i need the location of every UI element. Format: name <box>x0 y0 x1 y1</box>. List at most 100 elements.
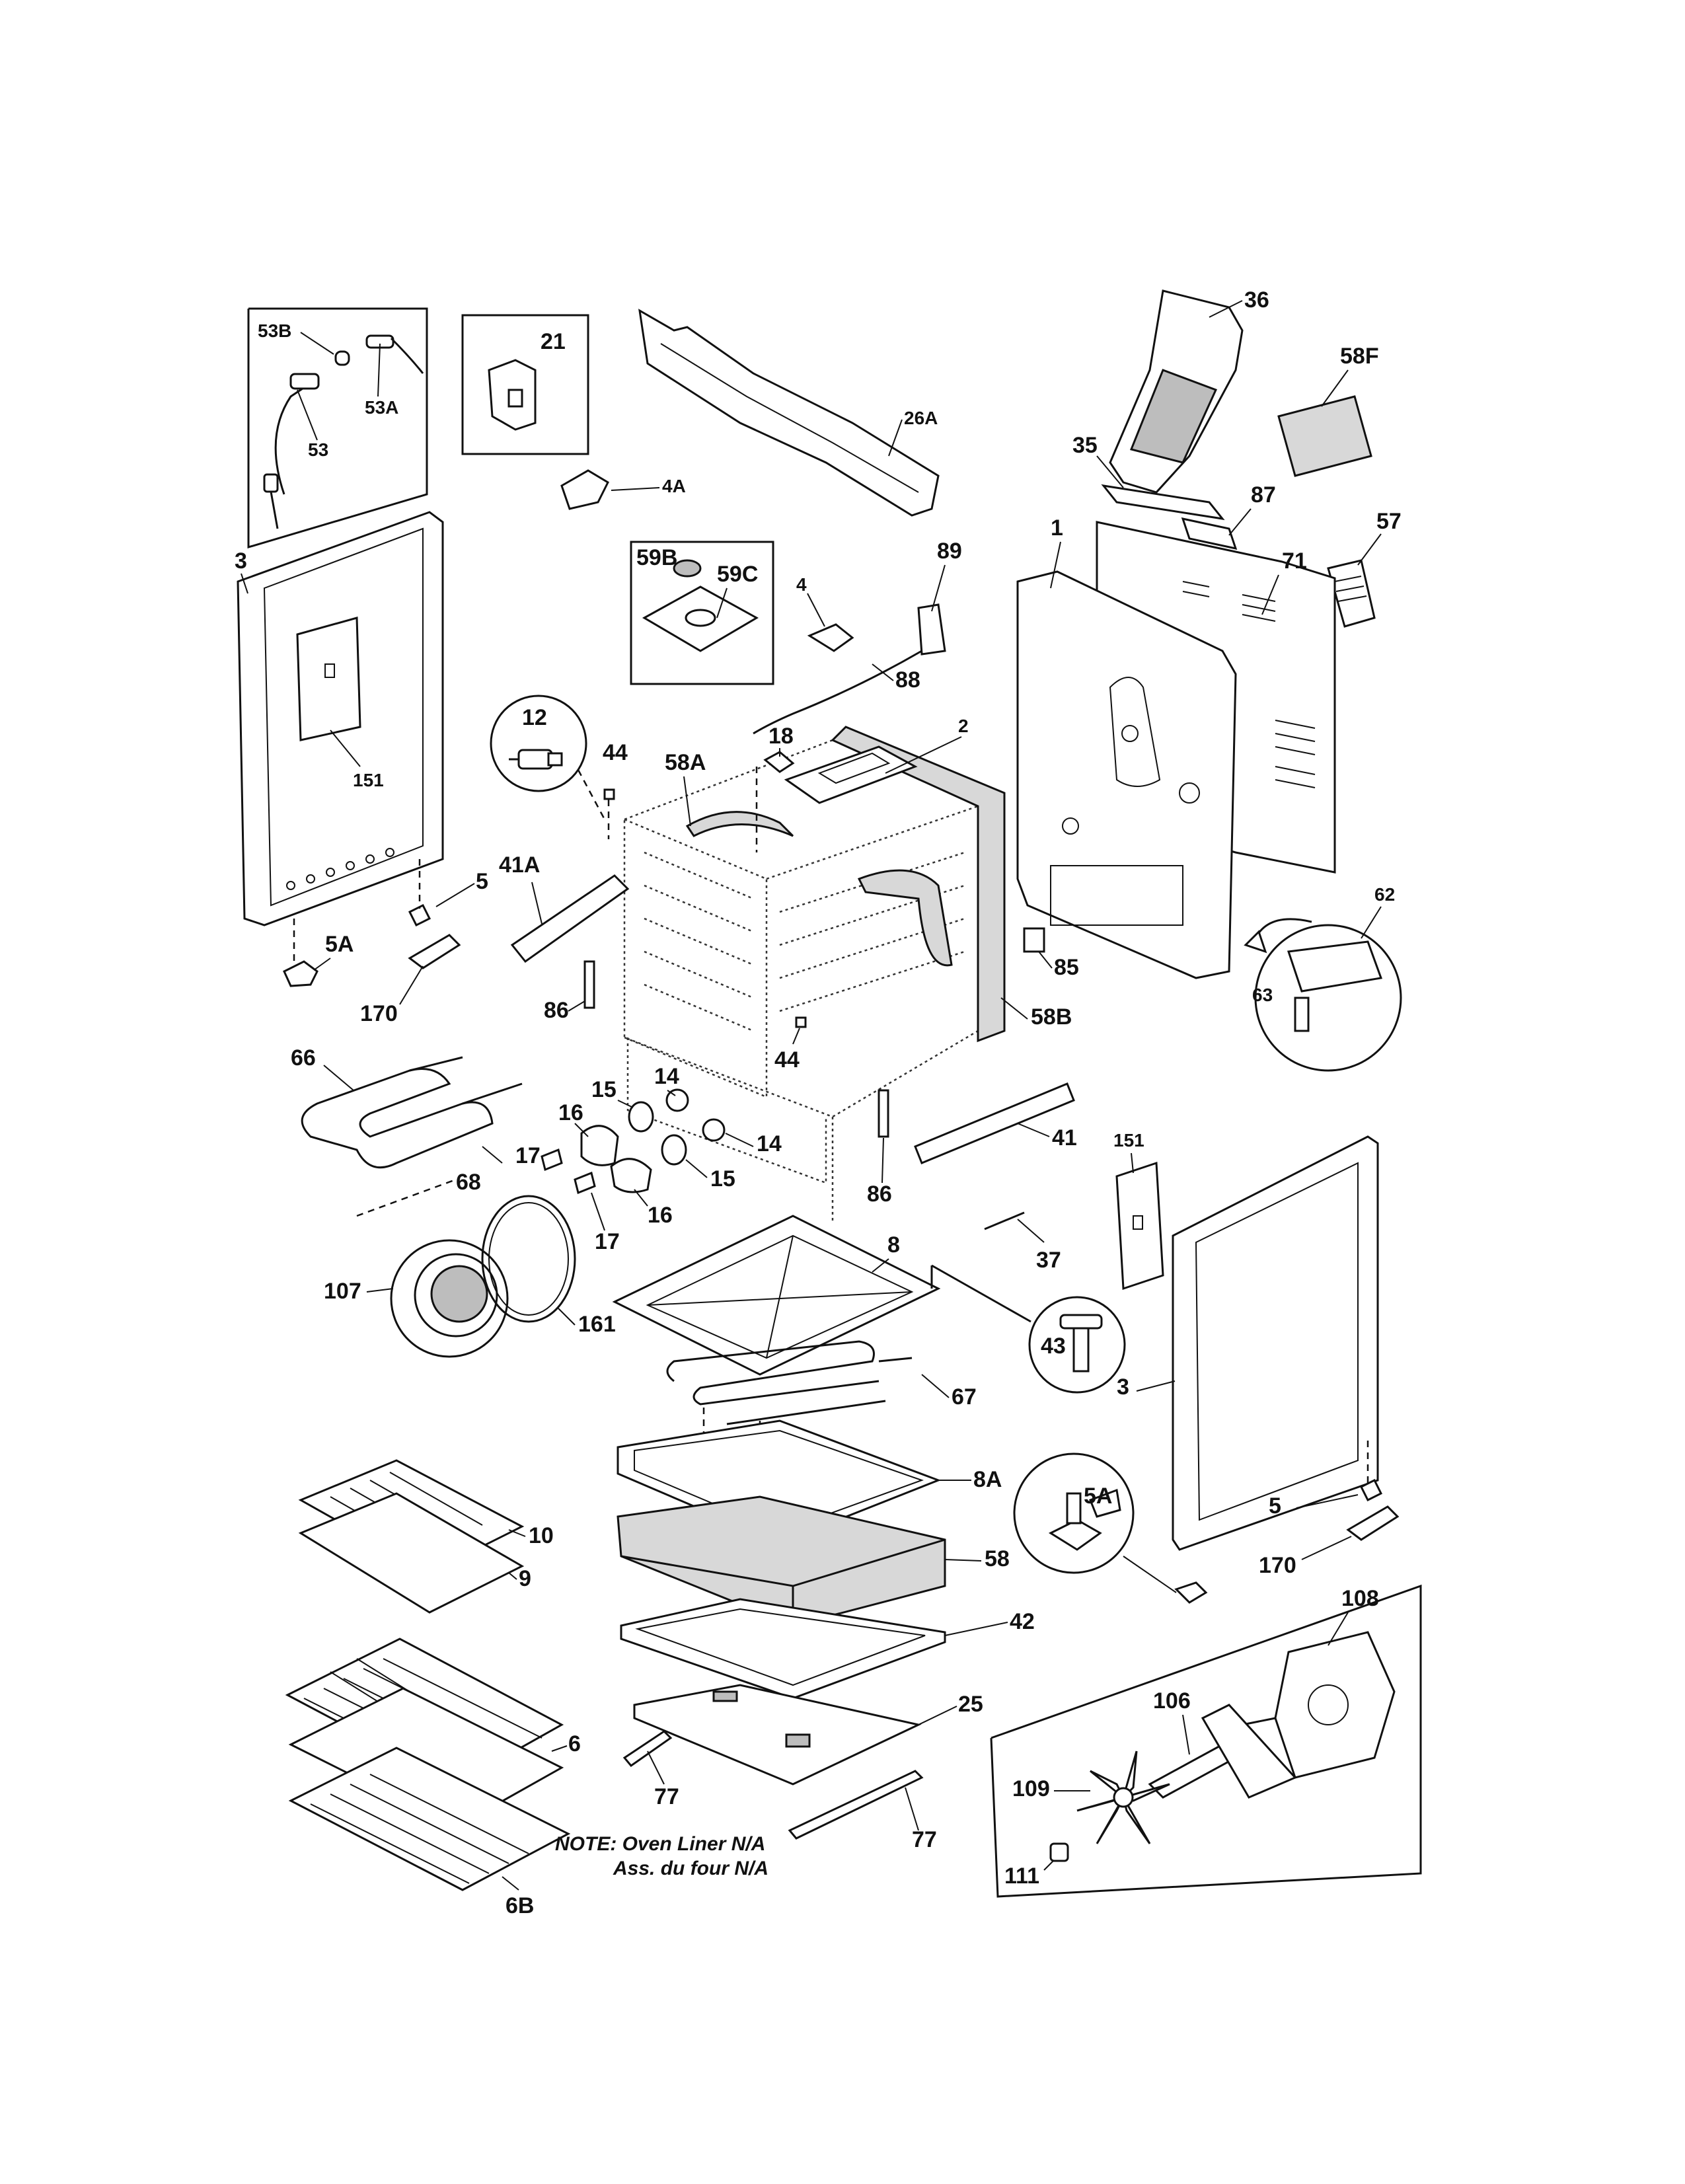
label-16-lower: 16 <box>648 1203 673 1228</box>
fan-cover-107 <box>390 1239 509 1358</box>
rail-41A <box>510 874 630 963</box>
label-17-upper: 17 <box>515 1143 541 1168</box>
note-line-1: NOTE: Oven Liner N/A <box>555 1833 765 1855</box>
inset-5A-circle <box>1013 1452 1135 1574</box>
label-9: 9 <box>519 1566 531 1591</box>
label-44-mid: 44 <box>774 1047 800 1073</box>
gasket-161 <box>481 1195 576 1323</box>
label-37: 37 <box>1036 1248 1061 1273</box>
label-41A: 41A <box>499 852 540 878</box>
label-151-left: 151 <box>353 770 384 790</box>
note-line-2: Ass. du four N/A <box>613 1858 768 1879</box>
rail-41 <box>914 1082 1075 1164</box>
bracket-151-right <box>1115 1161 1164 1291</box>
label-42: 42 <box>1010 1609 1035 1634</box>
label-77-left: 77 <box>654 1784 679 1809</box>
label-2: 2 <box>958 716 969 736</box>
label-8: 8 <box>887 1232 900 1258</box>
label-10: 10 <box>529 1523 554 1548</box>
label-66: 66 <box>291 1045 316 1071</box>
frame-8A <box>617 1419 942 1544</box>
panel-42 <box>620 1598 946 1700</box>
label-5-right: 5 <box>1269 1493 1281 1519</box>
inset-59-box <box>630 541 774 685</box>
label-53B: 53B <box>258 320 291 341</box>
floor-8 <box>612 1215 941 1376</box>
rack-6B <box>288 1747 571 1891</box>
label-14-upper: 14 <box>654 1064 679 1089</box>
bulb-group-upper <box>541 1088 689 1172</box>
part-86-right <box>878 1089 889 1138</box>
label-35: 35 <box>1072 433 1098 458</box>
inset-fan-motor-box <box>990 1584 1422 1898</box>
bulb-group-lower <box>574 1118 726 1195</box>
part-86-left <box>583 960 595 1009</box>
door-3-right <box>1172 1135 1379 1551</box>
label-58F: 58F <box>1340 344 1379 369</box>
label-86-left: 86 <box>544 998 569 1023</box>
label-16-upper: 16 <box>558 1100 583 1125</box>
label-6B: 6B <box>506 1893 534 1918</box>
broil-pan-9 <box>298 1492 525 1614</box>
oven-cavity <box>623 726 1006 1223</box>
part-170-right <box>1346 1505 1400 1541</box>
label-18: 18 <box>768 724 794 749</box>
label-41: 41 <box>1052 1125 1077 1150</box>
back-panel-1 <box>1016 570 1237 979</box>
label-63: 63 <box>1252 985 1273 1005</box>
rack-6 <box>285 1638 564 1828</box>
label-170-right: 170 <box>1259 1553 1296 1578</box>
filter-58F <box>1277 395 1372 477</box>
label-14-lower: 14 <box>757 1131 782 1156</box>
label-53A: 53A <box>365 397 398 418</box>
label-161: 161 <box>578 1312 616 1337</box>
element-66 <box>301 1056 523 1169</box>
label-8A: 8A <box>973 1467 1002 1492</box>
part-4A <box>560 469 609 510</box>
label-25: 25 <box>958 1692 983 1717</box>
label-3-left: 3 <box>235 548 247 574</box>
slide-77-left <box>622 1730 673 1768</box>
label-3-right: 3 <box>1117 1374 1129 1400</box>
label-59B: 59B <box>636 545 677 570</box>
insulation-58 <box>617 1495 946 1627</box>
part-5-right <box>1359 1478 1383 1502</box>
part-44-mid <box>795 1016 807 1028</box>
label-108: 108 <box>1341 1586 1379 1611</box>
label-59C: 59C <box>717 562 758 587</box>
label-44-top: 44 <box>603 740 628 765</box>
wire-37 <box>984 1211 1025 1230</box>
label-111: 111 <box>1004 1864 1039 1889</box>
part-87 <box>1181 517 1238 550</box>
part-5A-right <box>1174 1581 1208 1604</box>
inset-62-circle <box>1244 918 1402 1072</box>
label-67: 67 <box>952 1384 977 1410</box>
label-107: 107 <box>324 1279 361 1304</box>
label-12: 12 <box>522 705 547 730</box>
inset-53-box <box>247 307 428 549</box>
label-109: 109 <box>1012 1776 1050 1801</box>
bracket-26A <box>638 309 940 517</box>
label-77-right: 77 <box>912 1827 937 1852</box>
label-15-lower: 15 <box>710 1166 735 1191</box>
label-15-upper: 15 <box>591 1077 617 1102</box>
part-5A-left <box>283 960 318 987</box>
label-89: 89 <box>937 539 962 564</box>
label-17-lower: 17 <box>595 1229 620 1254</box>
label-43: 43 <box>1041 1334 1066 1359</box>
label-4: 4 <box>796 574 807 595</box>
label-4A: 4A <box>662 476 686 496</box>
label-5A-right: 5A <box>1084 1484 1112 1509</box>
label-85: 85 <box>1054 955 1079 980</box>
label-21: 21 <box>541 329 566 354</box>
label-5-left: 5 <box>476 869 488 894</box>
duct-36 <box>1101 289 1244 521</box>
label-170-left: 170 <box>360 1001 398 1026</box>
part-44-top <box>603 788 615 800</box>
label-88: 88 <box>895 667 920 693</box>
label-86-right: 86 <box>867 1182 892 1207</box>
panel-25 <box>633 1684 922 1786</box>
inset-12-circle <box>490 695 587 792</box>
